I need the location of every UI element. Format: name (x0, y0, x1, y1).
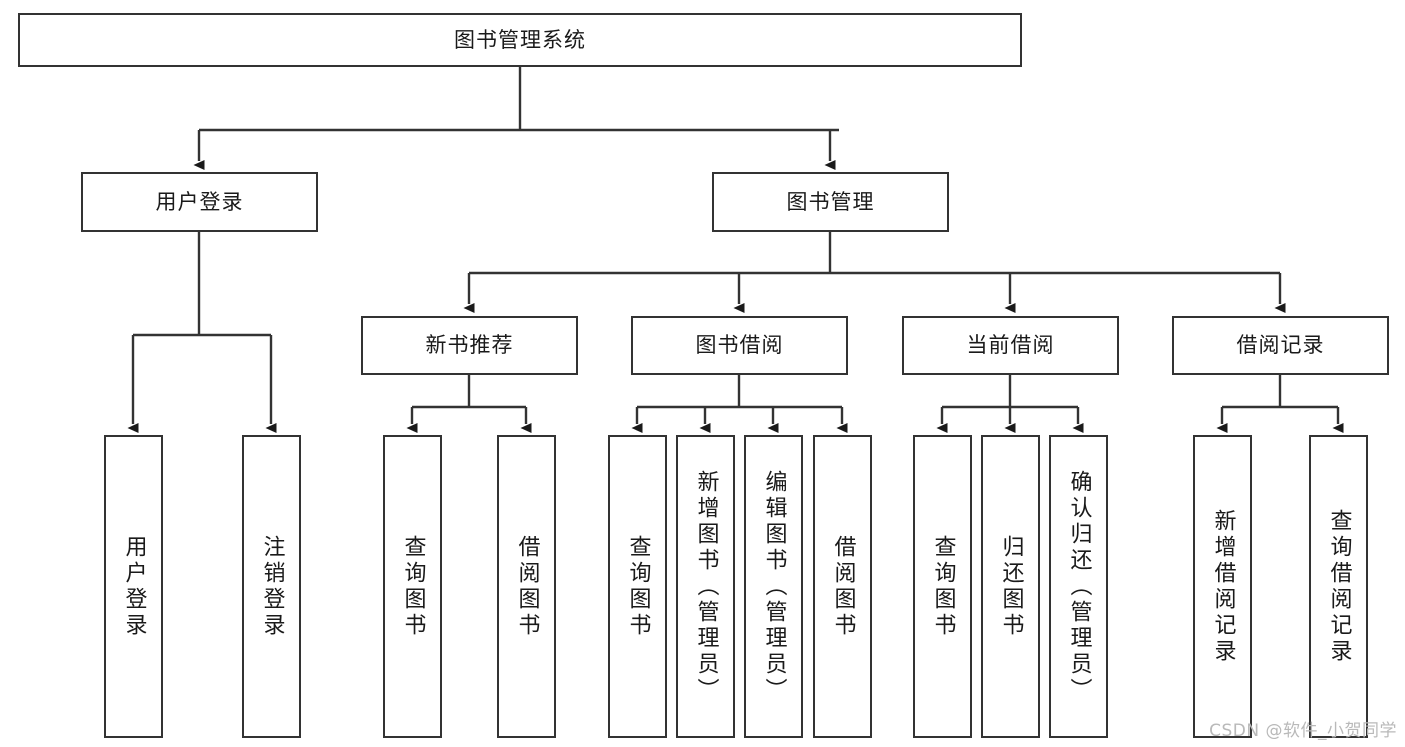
node-label: 归还图书 (998, 534, 1024, 639)
node-root-system[interactable]: 图书管理系统 (18, 13, 1022, 67)
node-label: 用户登录 (155, 189, 244, 214)
leaf-borrow-query-book[interactable]: 查询图书 (608, 435, 667, 738)
leaf-record-query-record[interactable]: 查询借阅记录 (1309, 435, 1368, 738)
node-label: 借阅图书 (514, 534, 540, 639)
leaf-current-query-book[interactable]: 查询图书 (913, 435, 972, 738)
node-label: 新增图书（管理员） (693, 469, 719, 704)
node-book-borrow[interactable]: 图书借阅 (631, 316, 848, 375)
node-new-book-recommend[interactable]: 新书推荐 (361, 316, 578, 375)
leaf-recommend-query-book[interactable]: 查询图书 (383, 435, 442, 738)
node-label: 借阅图书 (830, 534, 856, 639)
node-label: 查询借阅记录 (1326, 508, 1352, 665)
node-label: 编辑图书（管理员） (761, 469, 787, 704)
leaf-user-logout[interactable]: 注销登录 (242, 435, 301, 738)
node-label: 查询图书 (930, 534, 956, 639)
node-label: 图书借阅 (695, 333, 784, 358)
node-label: 图书管理 (786, 189, 875, 214)
leaf-current-confirm-return-admin[interactable]: 确认归还（管理员） (1049, 435, 1108, 738)
node-label: 新书推荐 (425, 333, 514, 358)
leaf-record-add-record[interactable]: 新增借阅记录 (1193, 435, 1252, 738)
node-label: 图书管理系统 (454, 27, 586, 52)
node-book-management[interactable]: 图书管理 (712, 172, 949, 232)
node-label: 新增借阅记录 (1210, 508, 1236, 665)
node-label: 注销登录 (259, 534, 285, 639)
leaf-borrow-add-book-admin[interactable]: 新增图书（管理员） (676, 435, 735, 738)
node-label: 查询图书 (400, 534, 426, 639)
node-label: 借阅记录 (1236, 333, 1325, 358)
leaf-recommend-borrow-book[interactable]: 借阅图书 (497, 435, 556, 738)
node-current-borrow[interactable]: 当前借阅 (902, 316, 1119, 375)
node-user-login[interactable]: 用户登录 (81, 172, 318, 232)
node-borrow-record[interactable]: 借阅记录 (1172, 316, 1389, 375)
leaf-current-return-book[interactable]: 归还图书 (981, 435, 1040, 738)
leaf-borrow-borrow-book[interactable]: 借阅图书 (813, 435, 872, 738)
csdn-watermark: CSDN @软件_小贺同学 (1209, 721, 1397, 741)
leaf-borrow-edit-book-admin[interactable]: 编辑图书（管理员） (744, 435, 803, 738)
node-label: 当前借阅 (966, 333, 1055, 358)
node-label: 查询图书 (625, 534, 651, 639)
node-label: 确认归还（管理员） (1066, 469, 1092, 704)
leaf-user-login[interactable]: 用户登录 (104, 435, 163, 738)
node-label: 用户登录 (121, 534, 147, 639)
